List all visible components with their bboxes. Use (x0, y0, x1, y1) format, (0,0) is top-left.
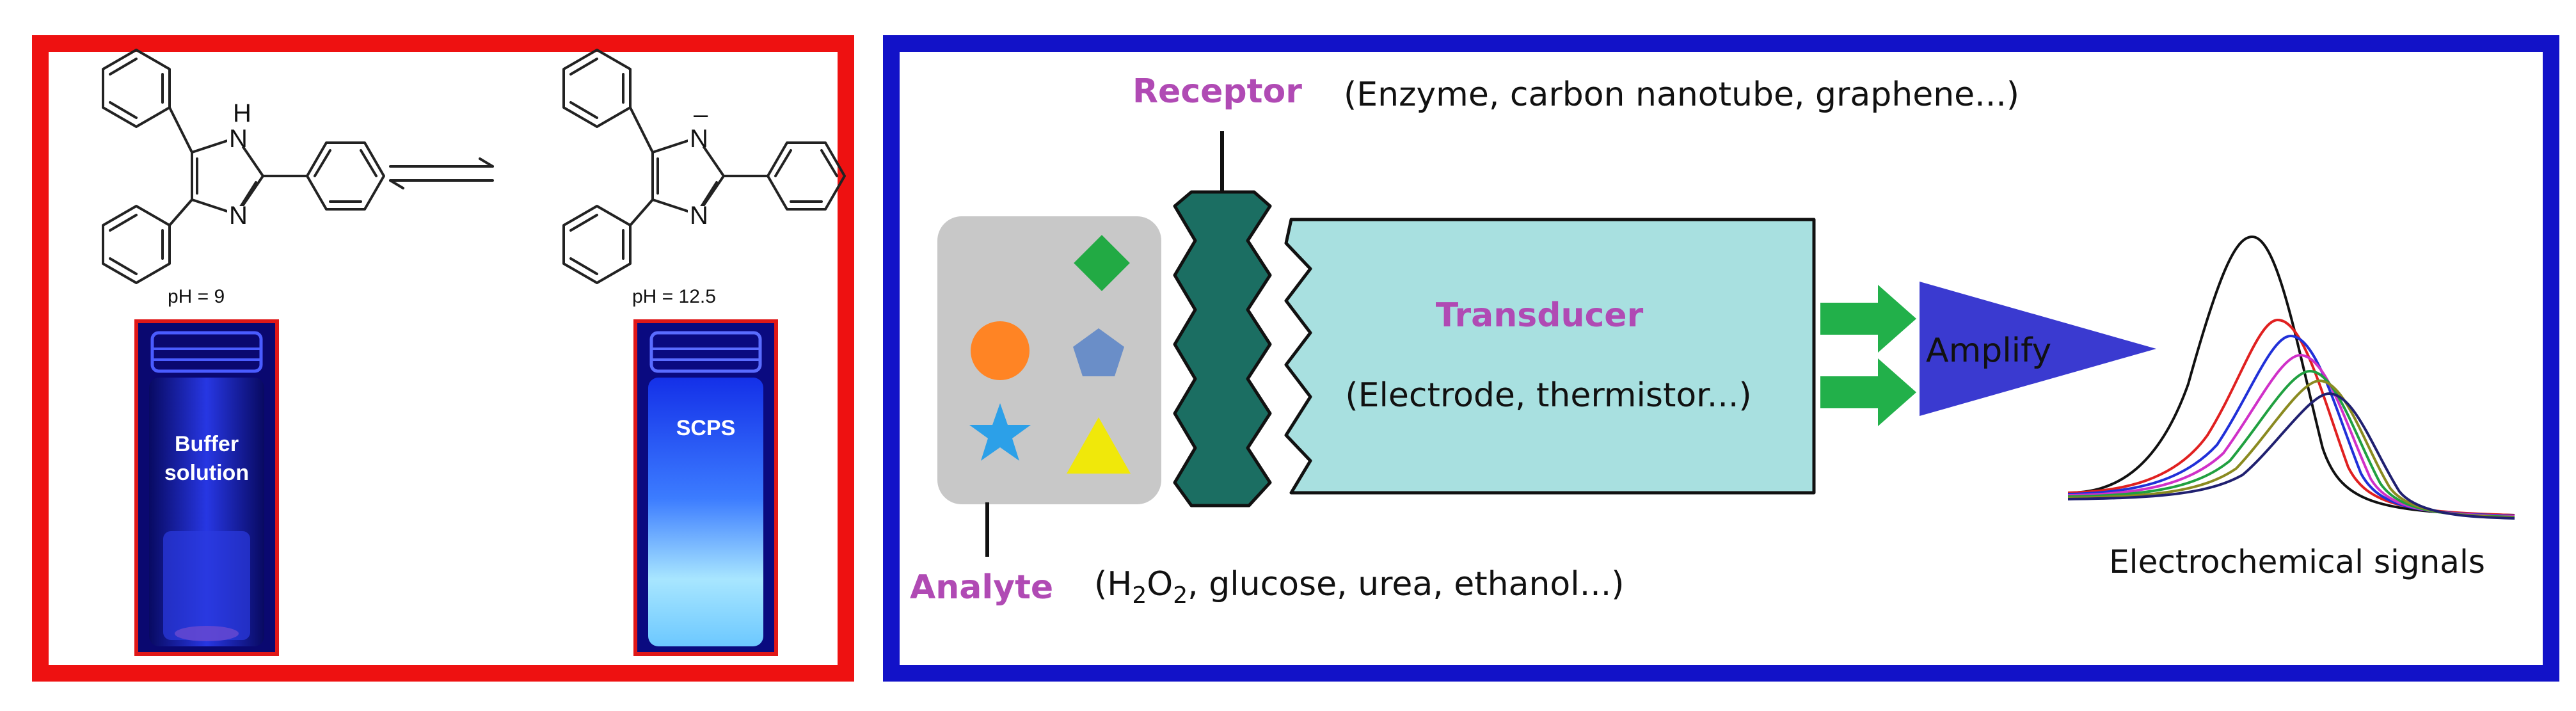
atom-label-n: N (690, 202, 708, 230)
signal-curve-red (2067, 318, 2515, 516)
transducer-label: Transducer (1436, 296, 1644, 335)
atom-label-h: H (233, 99, 251, 127)
vial-label-scps: SCPS (676, 416, 736, 440)
ph-label-right: pH = 12.5 (632, 286, 716, 307)
amplify-label: Amplify (1926, 332, 2051, 370)
atom-label-n: N (690, 125, 708, 153)
signal-curve-olive (2067, 379, 2515, 519)
phenyl-ring (102, 49, 171, 128)
star-shape (969, 403, 1031, 461)
signal-curve-magenta (2067, 353, 2515, 518)
vial-label-buffer-line1: Buffer (175, 432, 239, 456)
molecule-neutral: N H N (102, 49, 385, 284)
phenyl-ring (102, 205, 171, 284)
vial-photo-buffer: Buffer solution (134, 319, 279, 656)
green-arrow-icon (1820, 285, 1916, 353)
circle-shape (971, 321, 1030, 380)
imidazole-ring (651, 136, 725, 216)
phenyl-ring (767, 141, 846, 211)
diamond-shape (1074, 235, 1130, 291)
vial-photo-scps: SCPS (633, 319, 778, 656)
equilibrium-arrow-icon (389, 157, 494, 189)
analyte-container (937, 216, 1161, 504)
pentagon-shape (1073, 328, 1124, 376)
atom-label-n: N (229, 125, 248, 153)
signals-label: Electrochemical signals (2109, 543, 2485, 580)
phenyl-ring (562, 49, 632, 128)
electrochemical-signal-curves (2067, 235, 2515, 520)
atom-charge-label: – (694, 100, 708, 129)
signal-curve-green (2067, 369, 2515, 518)
signal-curve-blue (2067, 334, 2515, 517)
vial-label-buffer-line2: solution (164, 461, 249, 485)
signal-curve-black-tall (2067, 235, 2515, 516)
receptor-layer (1173, 190, 1272, 507)
signal-curve-navy (2067, 392, 2515, 520)
imidazole-ring (191, 136, 264, 216)
receptor-examples: (Enzyme, carbon nanotube, graphene...) (1344, 76, 2019, 114)
molecule-deprotonated: N – N (562, 49, 846, 284)
analyte-label: Analyte (910, 568, 1053, 607)
green-arrow-icon (1820, 358, 1916, 426)
transducer-box (1284, 218, 1816, 495)
phenyl-ring (306, 141, 385, 211)
receptor-label: Receptor (1133, 72, 1302, 111)
analyte-box (937, 216, 1161, 504)
triangle-shape (1067, 417, 1131, 474)
transducer-examples: (Electrode, thermistor...) (1345, 376, 1751, 415)
atom-label-n: N (229, 202, 248, 230)
ph-label-left: pH = 9 (168, 286, 225, 307)
analyte-examples: (H2O2, glucose, urea, ethanol...) (1094, 565, 1625, 609)
amplify-triangle (1920, 282, 2156, 416)
phenyl-ring (562, 205, 632, 284)
